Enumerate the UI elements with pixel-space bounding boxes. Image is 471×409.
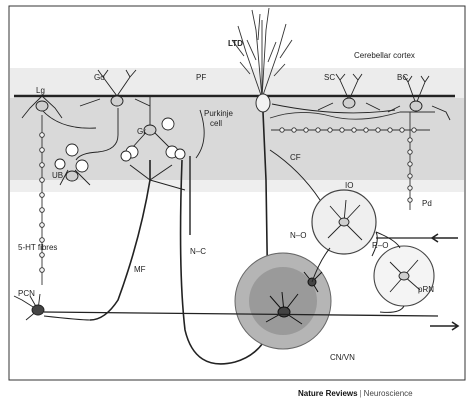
credit-journal: Nature Reviews	[298, 389, 358, 398]
label-cerebellar-cortex: Cerebellar cortex	[354, 51, 415, 60]
label-5ht-fibres: 5-HT fibres	[18, 243, 57, 252]
label-cnvn: CN/VN	[330, 353, 355, 362]
label-ub: UB	[52, 171, 63, 180]
cerebellar-cortex-band	[10, 68, 464, 98]
label-pcn: PCN	[18, 289, 35, 298]
cortex-lower-band	[10, 180, 464, 192]
label-no: N–O	[290, 231, 306, 240]
diagram-frame	[9, 6, 465, 380]
label-pf: PF	[196, 73, 206, 82]
label-prn: pRN	[418, 285, 434, 294]
label-nc: N–C	[190, 247, 206, 256]
label-bc: BC	[397, 73, 408, 82]
label-cf: CF	[290, 153, 301, 162]
label-ltd: LTD	[228, 39, 243, 48]
figure-credit: Nature Reviews|Neuroscience	[298, 389, 413, 398]
credit-section: Neuroscience	[364, 389, 413, 398]
label-gr: Gr	[137, 127, 146, 136]
purkinje-soma	[256, 94, 270, 112]
label-go: Go	[94, 73, 105, 82]
label-mf: MF	[134, 265, 146, 274]
label-ro: R–O	[372, 241, 388, 250]
label-pd: Pd	[422, 199, 432, 208]
label-lg: Lg	[36, 86, 45, 95]
label-sc: SC	[324, 73, 335, 82]
label-purkinje: Purkinje	[204, 109, 233, 118]
label-io: IO	[345, 181, 353, 190]
label-cell: cell	[210, 119, 222, 128]
